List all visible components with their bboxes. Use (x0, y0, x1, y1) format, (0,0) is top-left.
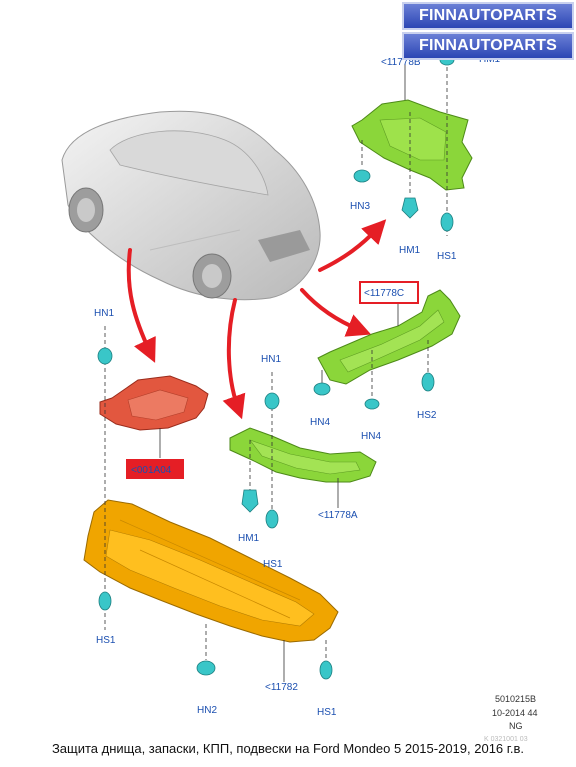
doc-image-id: K 0321001 03 (484, 736, 528, 743)
clip-hm1-center (241, 489, 259, 513)
label-hn1-left: HN1 (94, 308, 114, 319)
doc-date: 10-2014 44 (492, 708, 538, 718)
label-11778c: <11778C (364, 288, 404, 299)
car-illustration (61, 110, 321, 301)
label-hn3: HN3 (350, 201, 370, 212)
label-11778a: <11778A (318, 510, 358, 521)
label-hn4-left: HN4 (310, 417, 330, 428)
clip-hs1-upper (440, 212, 454, 232)
label-hn4-bottom: HN4 (361, 431, 381, 442)
clip-hs1-bottom (319, 660, 333, 680)
watermark-logo-top: FINNAUTOPARTS (402, 2, 574, 30)
label-hm1-upper: HM1 (399, 245, 421, 256)
label-hn1-center: HN1 (261, 354, 281, 365)
label-11782: <11782 (265, 682, 298, 693)
doc-region: NG (509, 721, 523, 731)
leader-lines (104, 60, 448, 682)
doc-ref: 5010215B (495, 694, 536, 704)
label-hm1-center: HM1 (238, 533, 260, 544)
part-11778c-side-shield[interactable] (317, 289, 461, 385)
highlight-box-001a04 (126, 459, 184, 479)
clip-hn4-bottom (364, 398, 380, 410)
label-11778b: <11778B (381, 57, 421, 68)
label-hs2: HS2 (417, 410, 437, 421)
part-11782-underbody-shield[interactable] (83, 499, 339, 643)
clip-hm1-upper (401, 197, 419, 219)
part-11778b-upper-shield[interactable] (351, 99, 473, 191)
clip-hn1-center (264, 392, 280, 410)
label-hs1-center: HS1 (263, 559, 283, 570)
label-hn2: HN2 (197, 705, 217, 716)
label-hs1-left: HS1 (96, 635, 116, 646)
fasteners (97, 54, 455, 680)
clip-hn3 (353, 169, 371, 183)
clip-hn4-left (313, 382, 331, 396)
highlight-box-11778c (359, 281, 419, 304)
part-11778a-lower-shield[interactable] (229, 427, 377, 483)
label-001a04: <001A04 (131, 465, 172, 476)
clip-hs1-left (98, 591, 112, 611)
label-hs1-upper: HS1 (437, 251, 457, 262)
clip-hn1-left (97, 347, 113, 365)
image-caption: Защита днища, запаски, КПП, подвески на … (51, 741, 525, 756)
watermark-logo-bottom: FINNAUTOPARTS (402, 32, 574, 60)
clip-hn2 (196, 660, 216, 676)
label-hs1-bottom: HS1 (317, 707, 337, 718)
clip-hs1-center (265, 509, 279, 529)
clip-hs2 (421, 372, 435, 392)
pointer-arrows (126, 219, 387, 420)
part-001a04-cover[interactable] (99, 375, 209, 431)
